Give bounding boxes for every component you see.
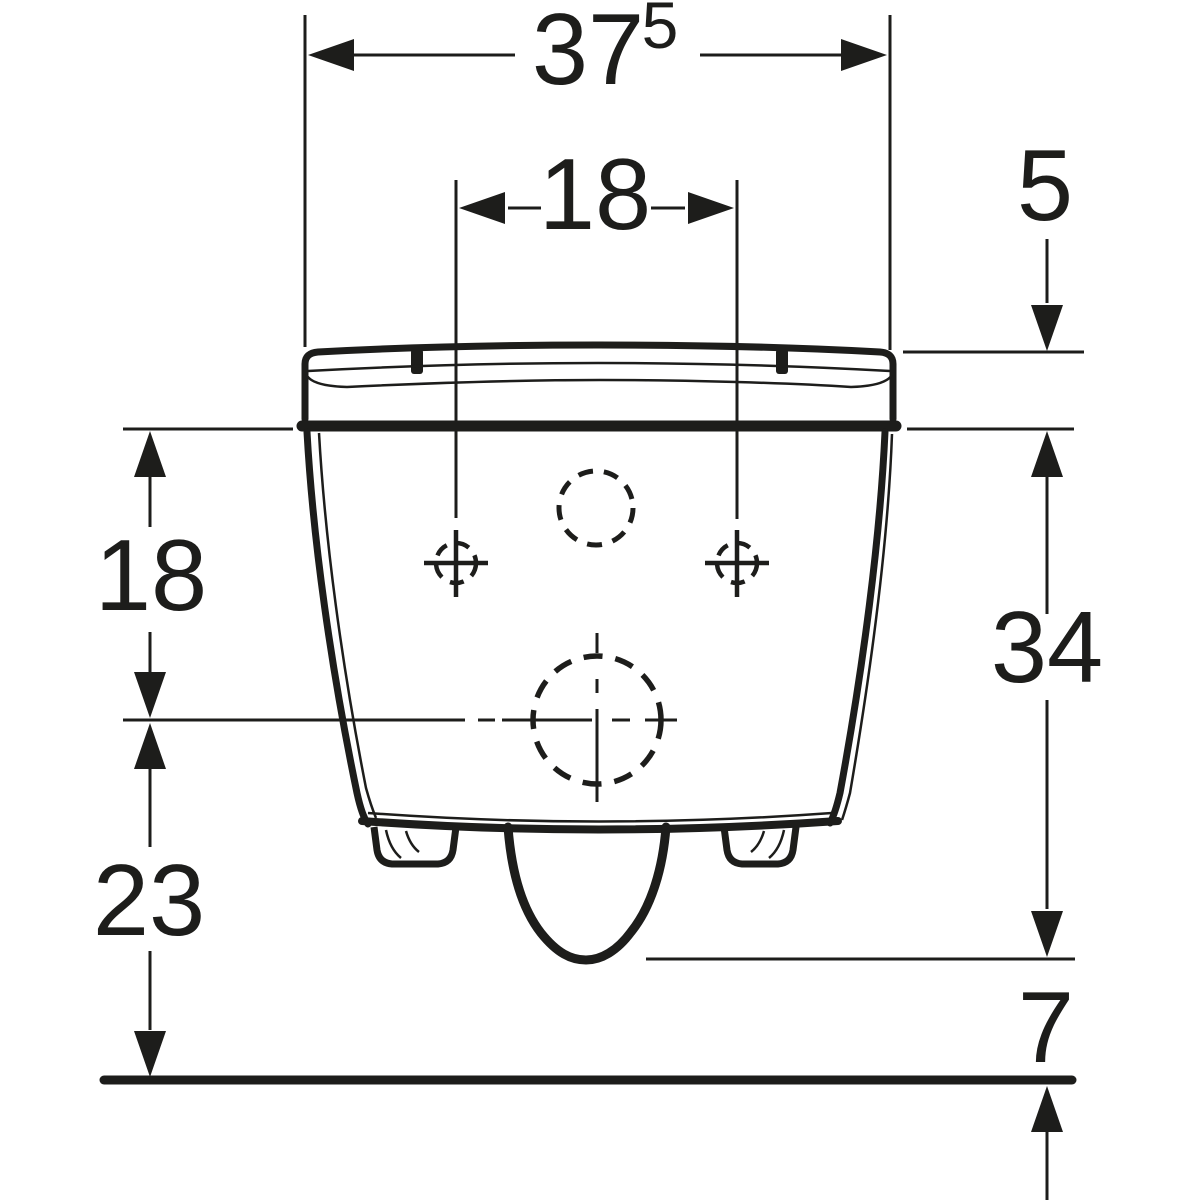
mounting-hole-right bbox=[705, 530, 769, 597]
arrow-down-icon bbox=[1031, 911, 1063, 957]
body-left-edge bbox=[303, 428, 372, 828]
dimension-side-height: 34 bbox=[646, 431, 1103, 961]
foot-left-fold-line bbox=[384, 829, 402, 859]
arrow-up-icon bbox=[1031, 431, 1063, 477]
dimension-outlet-clearance: 7 bbox=[1018, 972, 1074, 1200]
dimension-lid-height: 5 bbox=[903, 130, 1084, 431]
dimension-lower-height: 23 bbox=[93, 723, 205, 1077]
dim-label-outlet-clearance: 7 bbox=[1018, 972, 1074, 1084]
dim-label-overall-width: 37 bbox=[532, 0, 644, 106]
dimension-upper-height: 18 bbox=[95, 427, 465, 722]
wc-seat-lid bbox=[296, 341, 902, 432]
dim-label-lower-height: 23 bbox=[93, 845, 205, 957]
body-bottom-edge-inner bbox=[367, 811, 833, 823]
seat-seam-line-upper bbox=[307, 361, 891, 373]
arrow-up-icon bbox=[134, 723, 166, 769]
arrow-down-icon bbox=[1031, 305, 1063, 351]
wc-ceramic-body bbox=[303, 428, 894, 965]
arrow-right-icon bbox=[841, 39, 887, 71]
dim-label-side-height: 34 bbox=[991, 592, 1103, 704]
body-right-edge bbox=[826, 428, 889, 827]
hidden-detail-circles bbox=[424, 468, 769, 802]
dimension-overall-width: 37 5 bbox=[303, 0, 892, 350]
body-foot-right bbox=[720, 826, 800, 868]
body-foot-left bbox=[370, 826, 460, 868]
foot-right-fold-line bbox=[768, 829, 786, 859]
arrow-up-icon bbox=[1031, 1086, 1063, 1132]
drain-horizontal-centerline bbox=[478, 709, 677, 731]
lid-hinge-notch-right bbox=[776, 349, 788, 374]
body-bottom-edge bbox=[358, 817, 842, 834]
foot-right-fold-line-2 bbox=[750, 830, 766, 853]
seat-lid-outline bbox=[301, 341, 897, 423]
outlet-spout bbox=[503, 822, 671, 965]
dim-label-lid-height: 5 bbox=[1017, 130, 1073, 242]
dim-label-overall-width-sup: 5 bbox=[642, 0, 679, 62]
arrow-right-icon bbox=[688, 192, 734, 224]
arrow-up-icon bbox=[134, 431, 166, 477]
dim-label-hole-spacing: 18 bbox=[539, 139, 651, 251]
body-left-edge-inner bbox=[317, 432, 378, 819]
dim-label-upper-height: 18 bbox=[95, 520, 207, 632]
arrow-down-icon bbox=[134, 672, 166, 718]
dimension-hole-spacing: 18 bbox=[454, 139, 739, 519]
arrow-left-icon bbox=[308, 39, 354, 71]
arrow-down-icon bbox=[134, 1031, 166, 1077]
lid-hinge-notch-left bbox=[411, 349, 423, 374]
mounting-hole-left bbox=[424, 530, 488, 597]
seat-seam-line-lower bbox=[304, 373, 894, 389]
arrow-left-icon bbox=[459, 192, 505, 224]
water-supply-circle bbox=[556, 468, 636, 548]
foot-left-fold-line-2 bbox=[404, 830, 420, 853]
body-right-edge-outer bbox=[840, 433, 894, 821]
